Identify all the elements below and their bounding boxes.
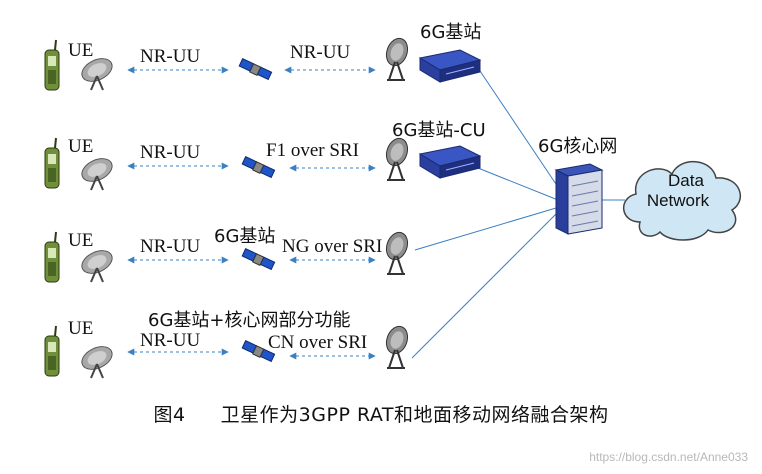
dish-icon [77, 245, 117, 283]
satellite-icon [238, 58, 273, 80]
architecture-diagram: UE NR-UU NR-UU 6G基站 UE NR-UU F1 over SRI… [44, 22, 742, 379]
ue-label: UE [68, 230, 93, 251]
satellite-icon [241, 248, 276, 270]
node-label: 6G基站-CU [392, 120, 486, 141]
antenna-icon [381, 228, 413, 275]
link-left-label: NR-UU [140, 46, 200, 67]
figure-caption: 图4 卫星作为3GPP RAT和地面移动网络融合架构 [0, 400, 762, 427]
row-2: UE NR-UU F1 over SRI 6G基站-CU [44, 120, 486, 191]
link-right-label: NR-UU [290, 42, 350, 63]
cloud-line-1: Data [668, 171, 704, 190]
base-station-icon [419, 145, 481, 179]
link-left-label: NR-UU [140, 236, 200, 257]
antenna-icon [381, 134, 413, 181]
watermark: https://blog.csdn.net/Anne033 [589, 450, 748, 464]
phone-icon [44, 137, 60, 189]
figure-title: 卫星作为3GPP RAT和地面移动网络融合架构 [220, 404, 609, 426]
phone-icon [44, 39, 60, 91]
link-left-label: NR-UU [140, 142, 200, 163]
dish-icon [77, 341, 117, 379]
cloud-line-2: Network [647, 191, 710, 210]
core-network-label: 6G核心网 [538, 136, 617, 157]
link-left-label: NR-UU [140, 330, 200, 351]
row-1: UE NR-UU NR-UU 6G基站 [44, 22, 481, 91]
link-right-label: CN over SRI [268, 332, 367, 353]
phone-icon [44, 325, 60, 377]
core-network-server [554, 163, 604, 235]
link-right-label: NG over SRI [282, 236, 382, 257]
row-4: UE NR-UU 6G基站+核心网部分功能 CN over SRI [44, 310, 413, 379]
ue-label: UE [68, 318, 93, 339]
figure-number: 图4 [153, 404, 186, 426]
data-network-cloud [623, 160, 742, 241]
ue-label: UE [68, 40, 93, 61]
core-connectors [411, 67, 625, 359]
phone-icon [44, 231, 60, 283]
dish-icon [77, 153, 117, 191]
link-right-label: F1 over SRI [266, 140, 359, 161]
ue-label: UE [68, 136, 93, 157]
row-3: UE NR-UU 6G基站 NG over SRI [44, 226, 413, 283]
antenna-icon [381, 322, 413, 369]
base-station-icon [419, 49, 481, 83]
upper-label: 6G基站 [214, 226, 275, 247]
upper-label: 6G基站+核心网部分功能 [148, 310, 350, 331]
node-label: 6G基站 [420, 22, 481, 43]
antenna-icon [381, 34, 413, 81]
